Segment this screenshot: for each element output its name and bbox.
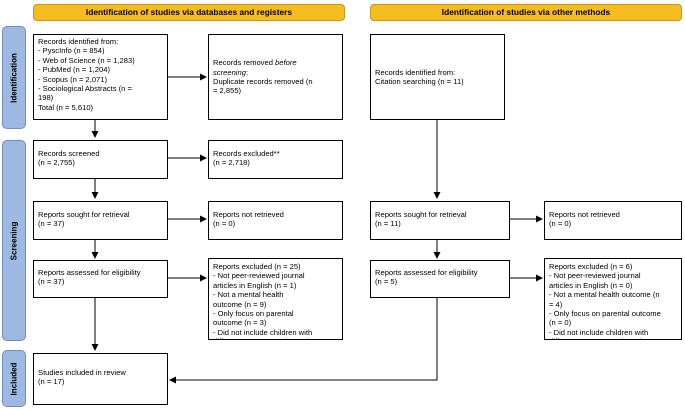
other-identified-text: Records identified from: Citation search… [375, 67, 464, 86]
phase-identification: Identification [2, 26, 26, 129]
box-db-studies-included: Studies included in review (n = 17) [33, 353, 168, 405]
removed-text-post: : Duplicate records removed (n = 2,855) [213, 67, 313, 96]
box-db-records-excluded: Records excluded** (n = 2,718) [208, 140, 343, 179]
removed-text-pre: Records removed [213, 58, 276, 68]
header-other-methods: Identification of studies via other meth… [370, 4, 682, 21]
removed-text-italic: before screening [213, 58, 297, 77]
box-other-reports-not-retrieved: Reports not retrieved (n = 0) [544, 201, 682, 240]
box-db-reports-sought: Reports sought for retrieval (n = 37) [33, 201, 168, 240]
box-db-reports-not-retrieved: Reports not retrieved (n = 0) [208, 201, 343, 240]
box-other-reports-sought: Reports sought for retrieval (n = 11) [370, 201, 510, 240]
arrow-other-assessed-to-included [169, 298, 438, 384]
box-db-records-removed: Records removed before screening: Duplic… [208, 34, 343, 120]
box-db-records-identified: Records identified from: - PyscInfo (n =… [33, 34, 168, 120]
box-db-reports-assessed: Reports assessed for eligibility (n = 37… [33, 260, 168, 298]
phase-included: Included [2, 350, 26, 407]
phase-screening: Screening [2, 140, 26, 341]
box-other-reports-assessed: Reports assessed for eligibility (n = 5) [370, 260, 510, 298]
box-other-records-identified: Records identified from: Citation search… [370, 34, 505, 120]
box-db-records-screened: Records screened (n = 2,755) [33, 140, 168, 179]
box-db-reports-excluded: Reports excluded (n = 25) - Not peer-rev… [208, 258, 343, 340]
box-other-reports-excluded: Reports excluded (n = 6) - Not peer-revi… [544, 258, 682, 340]
header-databases: Identification of studies via databases … [33, 4, 345, 21]
